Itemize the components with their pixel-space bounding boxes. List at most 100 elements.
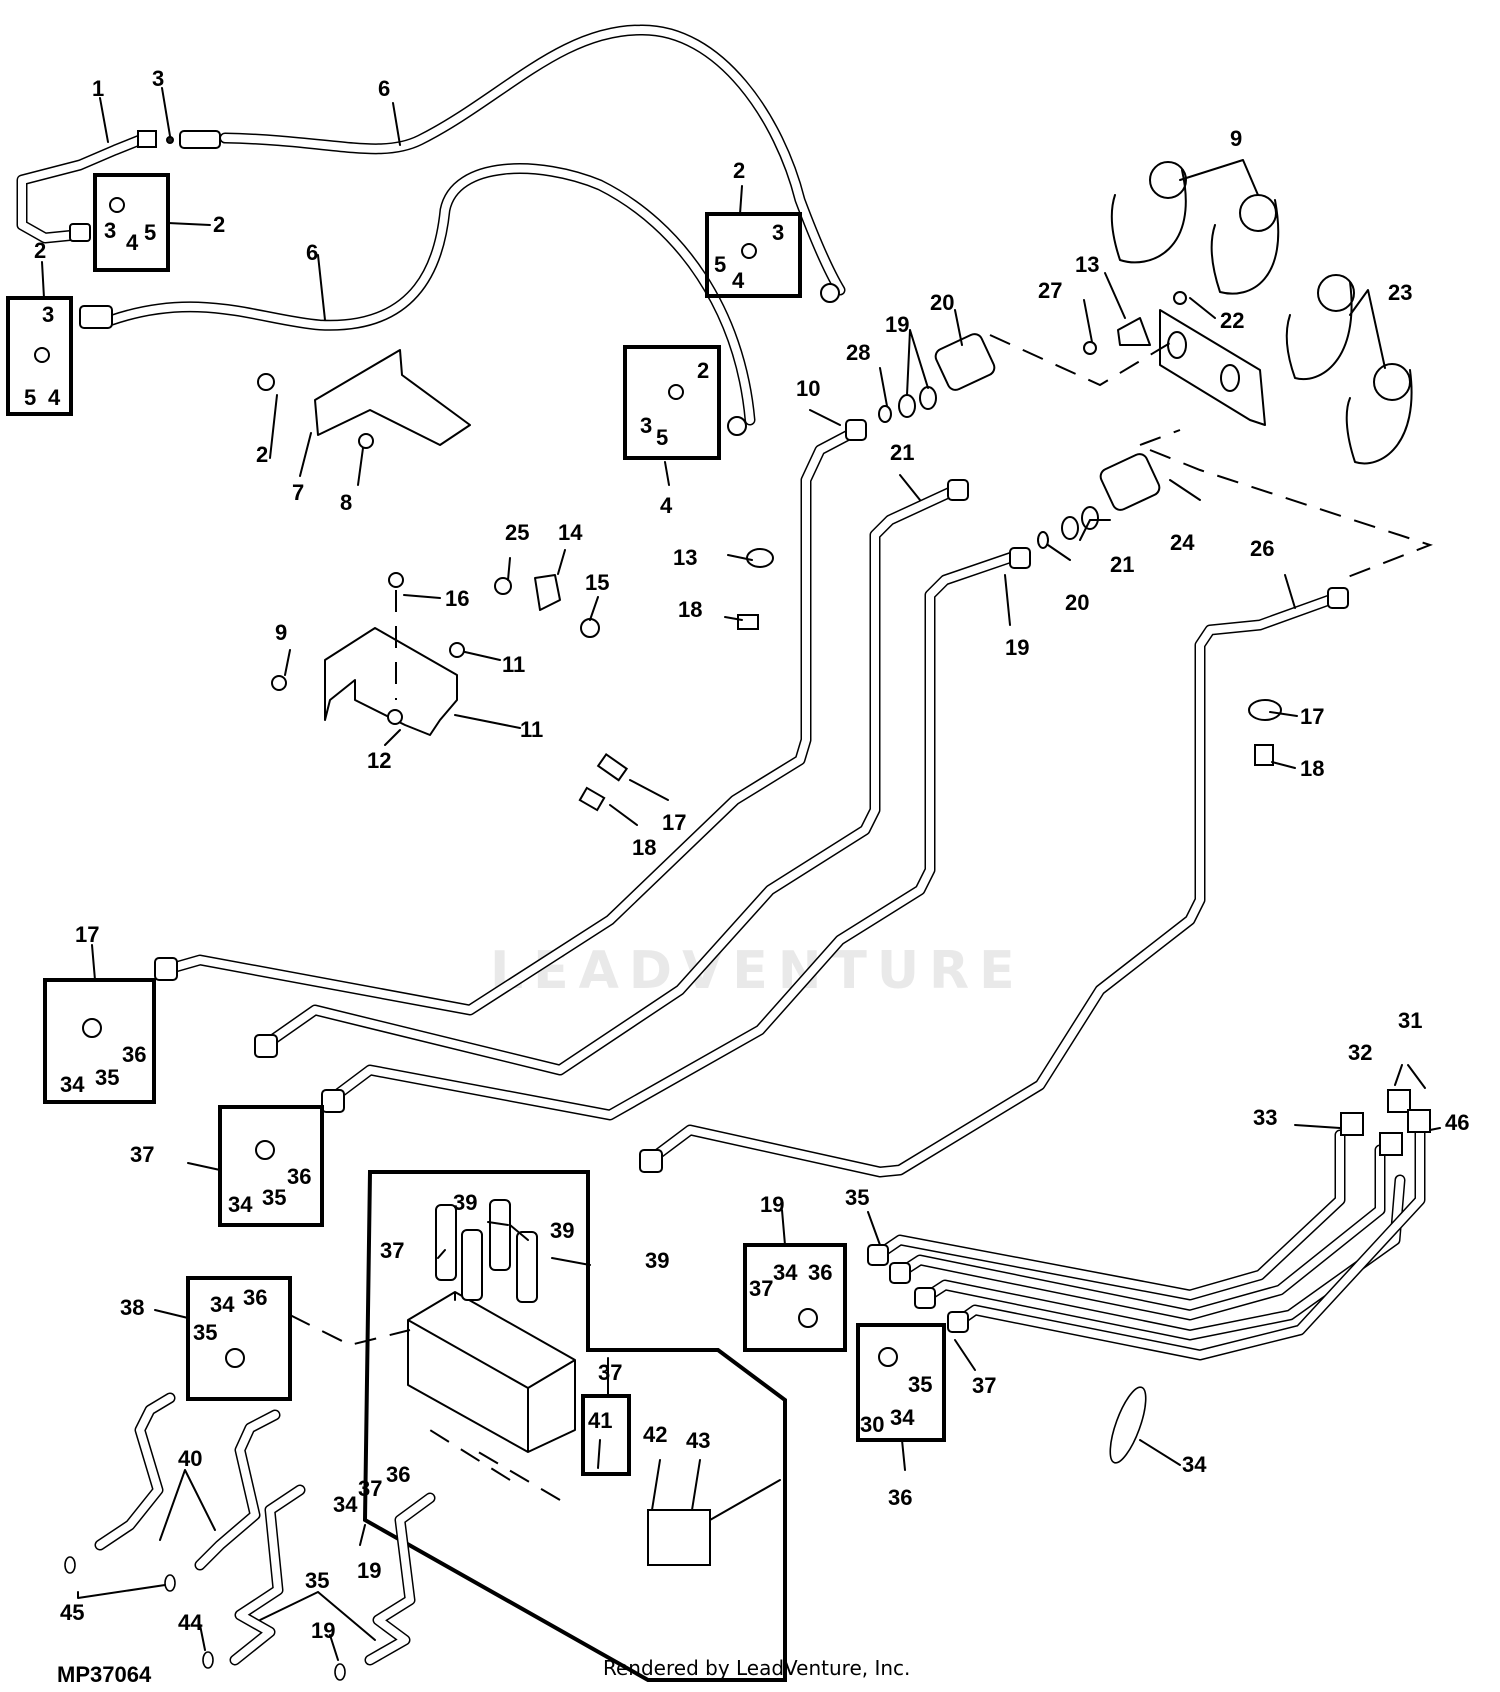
callout-6: 6 [306, 240, 318, 265]
callout-37: 34 [333, 1492, 358, 1517]
tubes-45[interactable] [94, 1392, 281, 1571]
callout-4: 4 [732, 268, 745, 293]
callout-10: 8 [340, 490, 352, 515]
callout-34: 19 [357, 1558, 381, 1583]
callout-3: 2 [697, 358, 709, 383]
callout-9: 16 [445, 586, 469, 611]
clamps [578, 548, 1282, 812]
callout-20: 19 [885, 312, 909, 337]
callout-36: 35 [95, 1065, 119, 1090]
dust-caps-23 [1110, 161, 1280, 295]
coupler-upper [878, 333, 996, 423]
valve-block-38 [362, 1170, 787, 1682]
callout-17: 18 [632, 835, 656, 860]
fitting [947, 479, 969, 501]
callout-11: 11 [502, 652, 525, 677]
line-25[interactable] [644, 592, 1341, 1178]
tube-1[interactable] [16, 134, 146, 244]
kit-34-box-f [743, 1243, 847, 1352]
callout-16: 15 [585, 570, 609, 595]
bracket-8 [257, 349, 471, 486]
solenoid-40 [647, 1509, 711, 1566]
callout-44: 35 [305, 1568, 329, 1593]
lines-30-33[interactable] [872, 1119, 1426, 1361]
line-27[interactable] [259, 484, 961, 1076]
bracket-12 [271, 572, 600, 736]
callout-25: 26 [1250, 536, 1274, 561]
tubes-44[interactable] [229, 1484, 436, 1666]
callout-39: 39 [453, 1190, 477, 1215]
callout-36: 37 [358, 1476, 382, 1501]
fitting [820, 283, 840, 303]
callout-38: 39 [645, 1248, 669, 1273]
callout-17: 18 [1300, 756, 1324, 781]
callout-35: 34 [228, 1192, 253, 1217]
callout-19: 20 [1065, 590, 1089, 615]
callout-39: 39 [550, 1218, 574, 1243]
fitting [154, 957, 178, 981]
fitting [137, 130, 157, 148]
callout-19: 28 [846, 340, 870, 365]
callout-42: 41 [588, 1408, 612, 1433]
callout-18: 17 [662, 810, 686, 835]
watermark: LEADVENTURE [490, 941, 1025, 1001]
callout-29: 32 [1348, 1040, 1372, 1065]
callout-36: 34 [890, 1405, 915, 1430]
callout-24: 23 [1388, 280, 1412, 305]
callout-35: 36 [386, 1462, 410, 1487]
adapter-36 [798, 1308, 818, 1328]
fitting [947, 1311, 969, 1333]
callout-3: 3 [42, 302, 54, 327]
line-26[interactable] [324, 549, 1024, 1121]
fitting [1327, 587, 1349, 609]
adapter-4 [34, 347, 50, 363]
callout-8: 7 [292, 480, 304, 505]
callout-12: 11 [520, 717, 543, 742]
fitting [1387, 1089, 1411, 1113]
callout-3: 3 [104, 218, 116, 243]
callout-40: 43 [686, 1428, 710, 1453]
hose-6-upper[interactable] [219, 24, 846, 296]
callout-34: 37 [130, 1142, 154, 1167]
fitting [1340, 1112, 1364, 1136]
callout-35: 36 [243, 1285, 267, 1310]
kit-34-box-a [43, 978, 156, 1104]
callout-3: 3 [152, 66, 164, 91]
fitting [727, 416, 747, 436]
adapter-36 [878, 1347, 898, 1367]
callout-5: 3 [640, 413, 652, 438]
fitting [914, 1287, 936, 1309]
kit-34-box-b [218, 1105, 324, 1227]
adapter-4 [741, 243, 757, 259]
callout-34: 38 [120, 1295, 144, 1320]
kit-2-box-c [705, 212, 802, 298]
callout-5: 5 [144, 220, 156, 245]
line-28[interactable] [159, 424, 864, 1016]
hose-6-lower[interactable] [106, 163, 756, 426]
callout-30: 35 [845, 1185, 869, 1210]
fitting [1407, 1109, 1431, 1133]
o-ring-19 [334, 1663, 346, 1681]
callout-27: 21 [890, 440, 914, 465]
callout-36: 35 [262, 1185, 286, 1210]
figure-id: MP37064 [57, 1662, 152, 1687]
callout-36: 34 [210, 1292, 235, 1317]
callout-7: 2 [256, 442, 268, 467]
o-ring-19 [202, 1651, 214, 1669]
callout-4: 4 [48, 385, 61, 410]
callout-11: 9 [275, 620, 287, 645]
callout-20: 21 [1110, 552, 1134, 577]
callout-35: 37 [749, 1276, 773, 1301]
fitting [321, 1089, 345, 1113]
callout-37: 36 [808, 1260, 832, 1285]
callout-31: 46 [1445, 1110, 1469, 1135]
callout-43: 42 [643, 1422, 667, 1447]
callout-34: 19 [760, 1192, 784, 1217]
callout-4: 4 [126, 230, 139, 255]
callout-36: 34 [773, 1260, 798, 1285]
callout-2: 4 [660, 493, 673, 518]
o-ring-19 [164, 1574, 176, 1592]
adapter-36 [255, 1140, 275, 1160]
callout-1: 1 [92, 76, 104, 101]
